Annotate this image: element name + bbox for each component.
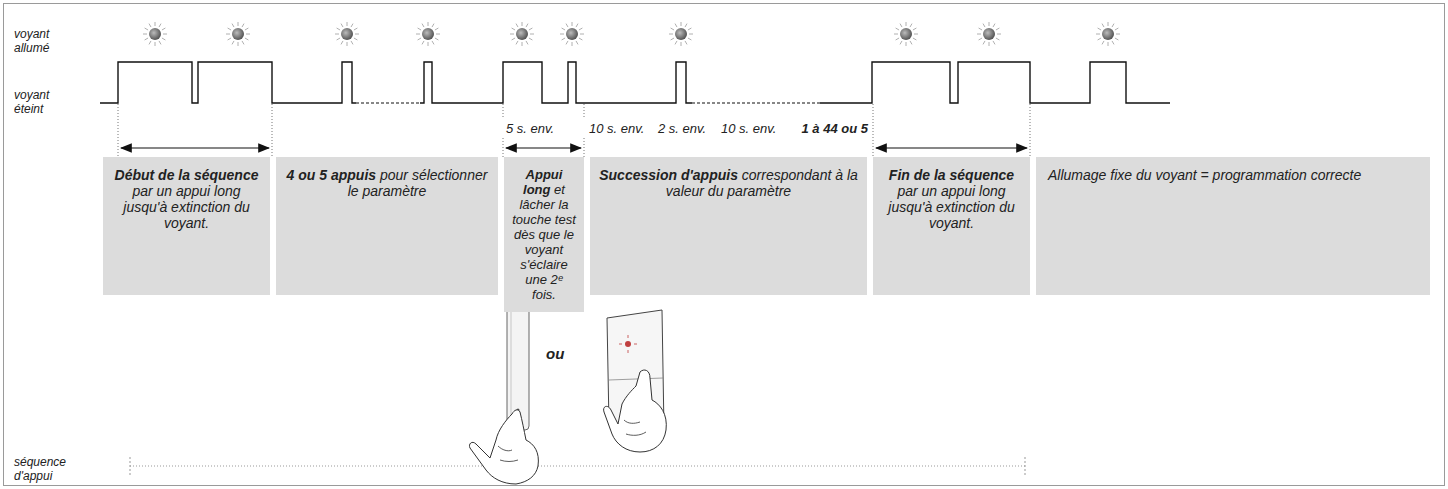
step-paragraph: 4 ou 5 appuis pour sélectionner le param… [284,167,490,199]
step-paragraph: Appui long et lâcher la touche test dès … [512,167,576,302]
lamp-icon [335,22,359,46]
duration-label: 2 s. env. [658,122,706,136]
lamp-icon [894,22,918,46]
step-text: Allumage fixe du voyant = programmation … [1048,167,1361,183]
duration-label: 10 s. env. [721,122,776,136]
duration-label: 1 à 44 ou 5 [802,122,868,136]
or-label: ou [546,347,564,361]
lamp-icon [510,22,534,46]
step-paragraph: Début de la séquence par un appui long j… [111,167,262,231]
axis-label: voyant éteint [14,88,74,116]
lamp-icon [669,22,693,46]
lamp-icon [416,22,440,46]
step-heading: Début de la séquence [115,167,259,183]
lamp-icon [977,22,1001,46]
lamp-icon [143,22,167,46]
lamp-icon [1096,22,1120,46]
step-heading: Fin de la séquence [889,167,1014,183]
duration-label: 5 s. env. [506,122,554,136]
step-band: Allumage fixe du voyant = programmation … [1036,157,1430,295]
duration-label: 10 s. env. [589,122,644,136]
step-band: Fin de la séquence par un appui long jus… [873,157,1030,295]
lamp-icon [560,22,584,46]
step-paragraph: Fin de la séquence par un appui long jus… [881,167,1022,231]
step-heading: 4 ou 5 appuis [287,167,376,183]
step-band: Succession d'appuis correspondant à la v… [590,157,867,295]
step-band: 4 ou 5 appuis pour sélectionner le param… [276,157,498,295]
step-paragraph: Allumage fixe du voyant = programmation … [1048,167,1422,183]
step-band: Appui long et lâcher la touche test dès … [504,157,584,312]
lamp-icon [226,22,250,46]
step-band: Début de la séquence par un appui long j… [103,157,270,295]
axis-label: voyant allumé [14,27,74,55]
step-text: et lâcher la touche test dès que le voya… [512,182,576,302]
step-text: par un appui long jusqu'à extinction du … [888,183,1014,231]
step-heading: Succession d'appuis [599,167,738,183]
step-paragraph: Succession d'appuis correspondant à la v… [598,167,859,199]
step-text: par un appui long jusqu'à extinction du … [123,183,249,231]
axis-label: séquence d'appui [14,455,84,483]
